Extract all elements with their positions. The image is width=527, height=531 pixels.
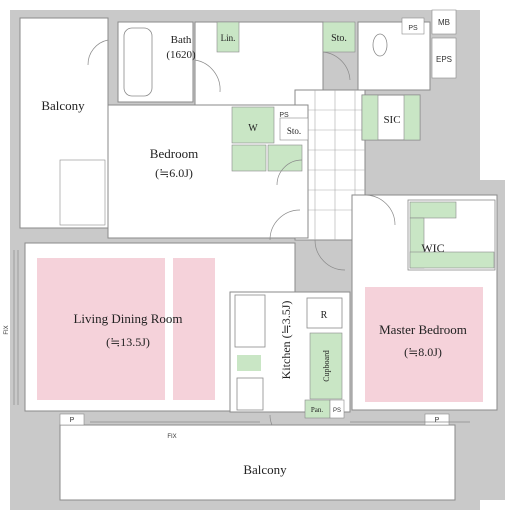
sink [234, 294, 266, 348]
p-left-label: P [70, 417, 75, 424]
storage-mid [279, 117, 309, 141]
cupboard-label: Cupboard [322, 350, 331, 382]
eps-label: EPS [436, 55, 452, 64]
p-box-right [424, 413, 450, 426]
bath-label: Bath [171, 34, 192, 46]
kitchen-label: Kitchen (≒3.5J) [279, 301, 293, 380]
fix-side-label: FIX [4, 325, 10, 334]
sic-shelf [361, 94, 379, 141]
eps-box [431, 37, 457, 79]
wic-shelf-3 [409, 251, 495, 269]
sto-mid-label: Sto. [287, 126, 301, 136]
r-label: R [321, 310, 328, 321]
master-size-label: (≒8.0J) [404, 345, 442, 359]
sto-top-label: Sto. [331, 33, 347, 44]
fix-bottom-label: FIX [167, 434, 176, 440]
living-label: Living Dining Room [73, 311, 182, 326]
wic-label: WIC [421, 241, 444, 255]
balcony-left-label: Balcony [41, 98, 85, 113]
mb-box [431, 9, 457, 35]
pan-label: Pan. [311, 406, 324, 414]
washer [231, 106, 275, 144]
stove [236, 377, 264, 411]
ps-kitchen-box [329, 399, 345, 419]
p-right-label: P [435, 417, 440, 424]
ps-top-label: PS [408, 25, 418, 32]
door-swings [87, 39, 396, 441]
mb-label: MB [438, 18, 450, 27]
balcony-left-inner [59, 159, 106, 226]
ps-kitchen-label: PS [333, 408, 341, 414]
bedroom-label: Bedroom [150, 146, 198, 161]
sink-green [237, 355, 261, 371]
wic-shelf [409, 201, 457, 219]
cupboard-box [309, 332, 343, 400]
balcony-bottom-label: Balcony [243, 462, 287, 477]
bath-size-label: (1620) [166, 49, 196, 61]
living-size-label: (≒13.5J) [106, 335, 150, 349]
closet-1 [231, 144, 267, 172]
window-lines [13, 110, 470, 423]
balcony-bottom [59, 424, 456, 501]
lin-label: Lin. [221, 33, 236, 43]
bedroom-room [107, 104, 309, 239]
toilet-icon [372, 33, 388, 57]
bedroom-size-label: (≒6.0J) [155, 166, 193, 180]
fridge-box [306, 297, 343, 329]
ps-mid-label: PS [279, 112, 289, 119]
master-bed [365, 287, 483, 402]
ps-top-box [401, 17, 425, 35]
bathtub [123, 27, 153, 97]
master-label: Master Bedroom [379, 322, 467, 337]
storage-top [322, 21, 356, 53]
w-label: W [248, 123, 258, 134]
sic-shelf-2 [403, 94, 421, 141]
living-rug [37, 258, 165, 400]
dining-rug [173, 258, 215, 400]
p-box-left [59, 413, 85, 426]
sic-label: SIC [383, 114, 400, 126]
linen-shelf [216, 21, 240, 53]
